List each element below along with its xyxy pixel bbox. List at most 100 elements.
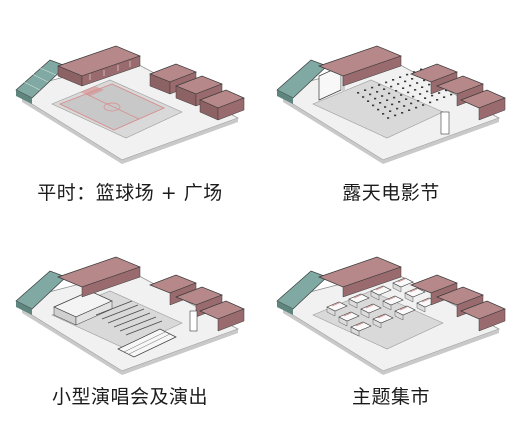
market-stall [394,305,416,321]
seat [388,92,391,95]
seat [393,96,396,99]
seat [426,90,429,93]
panel-caption: 小型演唱会及演出 [51,386,208,408]
stage-canopy [53,290,113,326]
seat [414,89,417,91]
panel-caption: 主题集市 [351,386,430,408]
seat [362,96,365,98]
market-stall [382,295,404,311]
axonometric-outdoor-film [276,45,506,164]
seat [415,106,418,109]
seat [402,87,405,89]
seat [398,101,401,103]
panel-theme-market: 主题集市 [261,211,521,421]
seat [422,104,425,106]
panel-basketball-plaza: 平时：篮球场 + 广场 [0,0,260,210]
audience-rows [95,300,163,336]
seat [438,92,441,94]
market-stall [348,293,370,309]
seat [367,100,370,102]
seat [383,88,386,90]
seat [400,94,403,96]
seat [390,85,393,88]
market-stall [392,277,414,293]
seat [404,80,407,83]
market-stall [372,313,394,329]
seat [394,114,397,117]
seat [392,79,395,81]
seat [357,92,360,94]
market-stall [360,303,382,319]
seat [391,103,394,106]
seat [396,107,399,110]
seat [372,104,375,107]
seat [395,90,398,92]
white-column [189,310,198,332]
seat [408,109,411,111]
brick-building-back [57,256,141,298]
seat [377,108,380,111]
seat [411,78,414,80]
market-stalls [326,277,438,337]
market-stall [370,285,392,301]
brick-buildings-right [149,63,245,121]
seat [419,93,422,95]
panel-caption: 平时：篮球场 + 广场 [37,182,223,204]
bleacher-stands [117,328,177,358]
panel-caption: 露天电影节 [342,182,440,204]
brick-buildings-right [149,274,245,332]
seat [407,91,410,94]
seat [424,97,427,99]
seat [417,100,420,102]
seat [429,101,432,104]
panel-small-concert: 小型演唱会及演出 [0,211,260,421]
seat [413,71,416,73]
seat [410,102,413,105]
seat [385,81,388,84]
seat [443,96,446,98]
seat [374,97,377,100]
seat [371,86,374,89]
seat [379,102,382,104]
panel-outdoor-film-festival: 露天电影节 [261,0,521,210]
basketball-court [58,83,166,131]
market-stall [326,301,348,317]
brick-buildings-right [410,63,506,121]
seat [386,99,389,101]
seat [378,84,381,86]
white-column [440,111,450,135]
seat [397,83,400,85]
seat [382,113,385,115]
seat [376,91,379,93]
seat [436,99,439,101]
axonometric-small-concert [15,256,245,375]
seat [423,79,426,82]
seat [421,86,424,88]
brick-building-back [57,45,141,87]
seat [420,68,423,71]
market-stall [404,287,426,303]
brick-buildings-right [410,274,506,332]
seat [412,95,415,98]
seat [364,89,367,91]
seat [384,106,387,108]
market-stall [338,311,360,327]
seat [409,84,412,87]
seat [369,93,372,96]
seat [428,83,431,86]
seat [403,105,406,107]
brick-building-back [318,256,402,298]
seat [445,89,448,92]
seat [431,94,434,97]
seat [416,82,419,84]
seat [450,93,453,96]
seat [405,98,408,100]
axonometric-theme-market [276,256,506,375]
seat [399,76,402,78]
seat [401,112,404,114]
market-stall [350,321,372,337]
axonometric-basketball-plaza [15,45,245,164]
seat [381,95,384,97]
seat [406,73,409,76]
